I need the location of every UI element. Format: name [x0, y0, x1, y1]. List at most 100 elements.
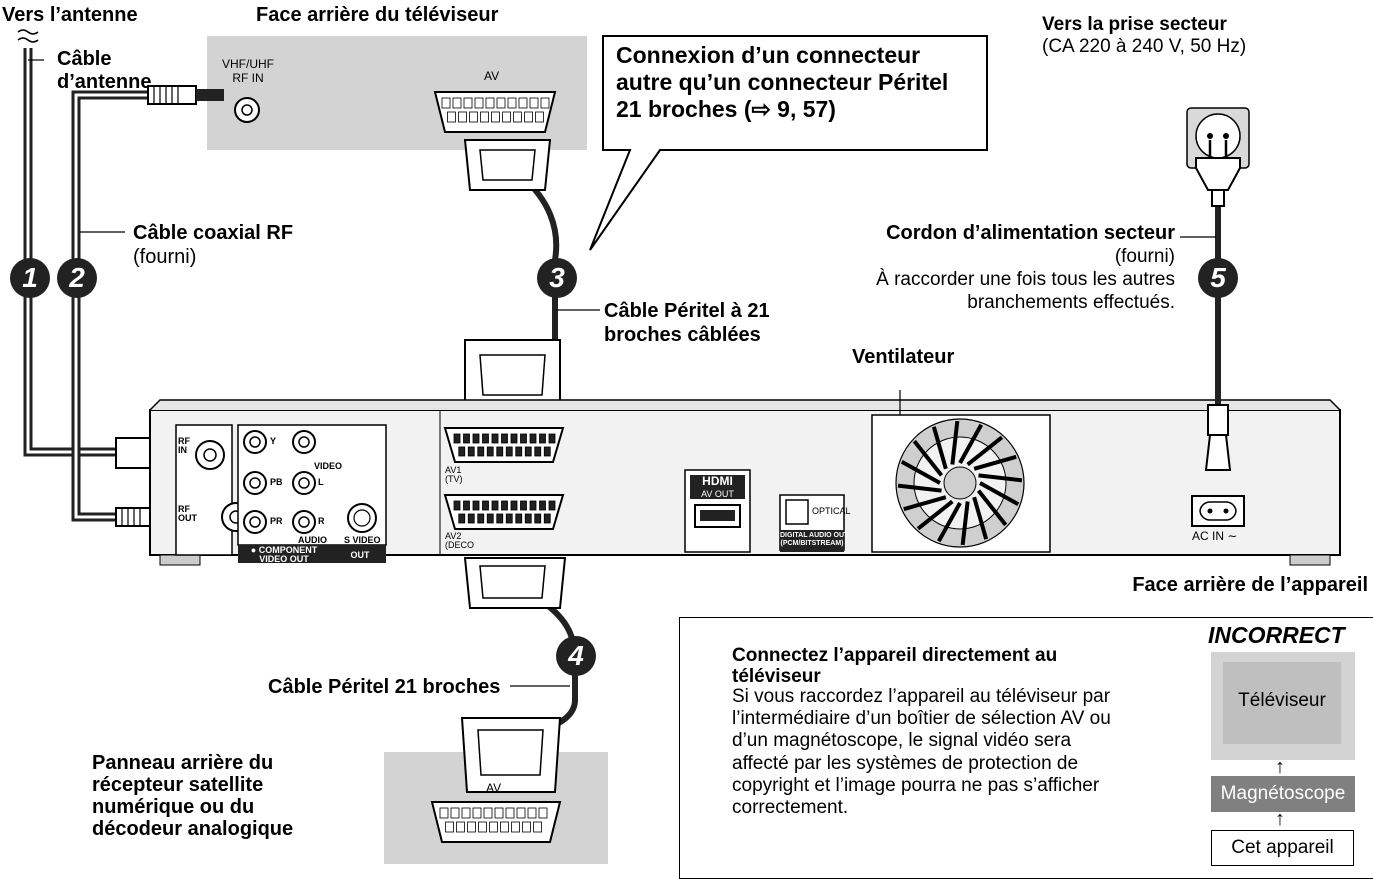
- scart-pin: [548, 500, 556, 511]
- scart-pin: [491, 433, 499, 444]
- scart-pin: [520, 500, 527, 511]
- callout-balloon: [589, 35, 988, 251]
- device-digital-label: DIGITAL AUDIO OUT (PCM/BITSTREAM): [780, 532, 849, 547]
- fan-blade: [973, 454, 1017, 471]
- scart-pin: [483, 807, 493, 819]
- device-pb-label: PB: [270, 477, 283, 487]
- step-number-4: 4: [556, 636, 596, 676]
- scart-pin: [467, 513, 475, 524]
- scart-pin: [527, 807, 537, 819]
- scart-pin: [524, 111, 533, 123]
- device-out-label: OUT: [350, 550, 370, 560]
- note-incorrect-heading: INCORRECT: [1208, 622, 1345, 648]
- scart-pin: [500, 821, 509, 833]
- scart-pin: [469, 111, 478, 123]
- label-coax-sub: (fourni): [133, 246, 197, 268]
- scart-pin: [439, 807, 449, 819]
- note-title: Connectez l’appareil directement au télé…: [732, 645, 1058, 687]
- fan-blade: [976, 489, 1008, 527]
- scart-pin: [543, 446, 551, 457]
- incorrect-note-box: Connectez l’appareil directement au télé…: [679, 617, 1373, 879]
- label-peritel-cablees-2: broches câblées: [604, 324, 761, 346]
- callout-text: Connexion d’un connecteur autre qu’un co…: [616, 42, 949, 123]
- device-ac-in-label: AC IN ∼: [1192, 529, 1238, 543]
- device-optical-label: OPTICAL: [812, 506, 851, 516]
- scart-pin: [486, 513, 494, 524]
- scart-pin: [524, 446, 532, 457]
- scart-pin: [463, 97, 473, 109]
- scart-pin: [453, 500, 461, 511]
- label-sat-av: AV: [486, 781, 502, 795]
- incorrect-unit-label: Cet appareil: [1231, 837, 1334, 858]
- label-cable-antenne: Câble d’antenne: [57, 48, 152, 93]
- scart-pin: [540, 97, 550, 109]
- scart-pin: [463, 433, 470, 444]
- scart-pin: [461, 807, 471, 819]
- scart-pin: [445, 821, 454, 833]
- scart-pin: [477, 446, 485, 457]
- scart-pin: [458, 446, 466, 457]
- scart-pin: [496, 513, 504, 524]
- note-body: Si vous raccordez l’appareil au télévise…: [732, 686, 1111, 819]
- power-plug-icon: [1195, 140, 1241, 207]
- scart-pin: [501, 500, 508, 511]
- device-rf-out-label: RF OUT: [178, 504, 197, 523]
- scart-pin: [447, 111, 456, 123]
- device-rf-in-label: RF IN: [178, 436, 190, 455]
- scart-pin: [533, 821, 542, 833]
- scart-pin: [491, 500, 499, 511]
- scart-pin: [463, 500, 470, 511]
- label-vers-antenne: Vers l’antenne: [2, 4, 138, 26]
- label-cordon-title: Cordon d’alimentation secteur: [886, 222, 1175, 244]
- fan-blade: [931, 426, 948, 470]
- scart-pin: [534, 446, 542, 457]
- step-number-2: 2: [57, 258, 97, 298]
- scart-pin: [478, 821, 487, 833]
- device-y-label: Y: [270, 436, 277, 446]
- scart-pin: [494, 807, 504, 819]
- fan-blade: [950, 420, 960, 465]
- scart-pin: [524, 513, 532, 524]
- incorrect-arrow-1: ↑: [1275, 756, 1285, 778]
- scart-pin: [452, 97, 462, 109]
- scart-pin: [472, 500, 480, 511]
- scart-pin: [535, 111, 544, 123]
- scart-pin: [472, 807, 482, 819]
- fan-blade: [936, 502, 962, 543]
- scart-pin: [520, 433, 527, 444]
- scart-pin: [482, 433, 489, 444]
- incorrect-tv-label: Téléviseur: [1238, 690, 1326, 711]
- device-hdmi-label: HDMI: [690, 474, 745, 489]
- label-vhf-rf-in: VHF/UHF RF IN: [222, 57, 274, 85]
- scart-pin: [518, 97, 528, 109]
- scart-pin: [502, 111, 511, 123]
- scart-pin: [529, 500, 537, 511]
- incorrect-tv-screen: Téléviseur: [1223, 662, 1341, 744]
- scart-pin: [548, 433, 556, 444]
- scart-pin: [501, 433, 508, 444]
- incorrect-unit-box: Cet appareil: [1211, 830, 1354, 866]
- scart-pin: [511, 821, 520, 833]
- scart-pin: [480, 111, 489, 123]
- scart-pin: [505, 446, 513, 457]
- scart-pin: [486, 446, 494, 457]
- antenna-symbol-icon: [17, 29, 39, 43]
- scart-pin: [510, 500, 518, 511]
- step-number-3: 3: [537, 258, 577, 298]
- scart-pin: [482, 500, 489, 511]
- scart-pin: [491, 111, 500, 123]
- scart-pin: [456, 821, 465, 833]
- device-l-label: L: [318, 477, 324, 487]
- label-face-arriere-tv: Face arrière du téléviseur: [256, 4, 499, 26]
- scart-pin: [496, 97, 506, 109]
- fan-blade: [979, 481, 1020, 507]
- scart-pin: [467, 821, 476, 833]
- label-coax-title: Câble coaxial RF: [133, 222, 294, 244]
- label-face-arriere-appareil: Face arrière de l’appareil: [1132, 574, 1368, 596]
- scart-pin: [458, 513, 466, 524]
- scart-pin: [516, 807, 526, 819]
- label-cordon-note-2: branchements effectués.: [967, 292, 1175, 313]
- scart-pin: [507, 97, 517, 109]
- scart-pin: [458, 111, 467, 123]
